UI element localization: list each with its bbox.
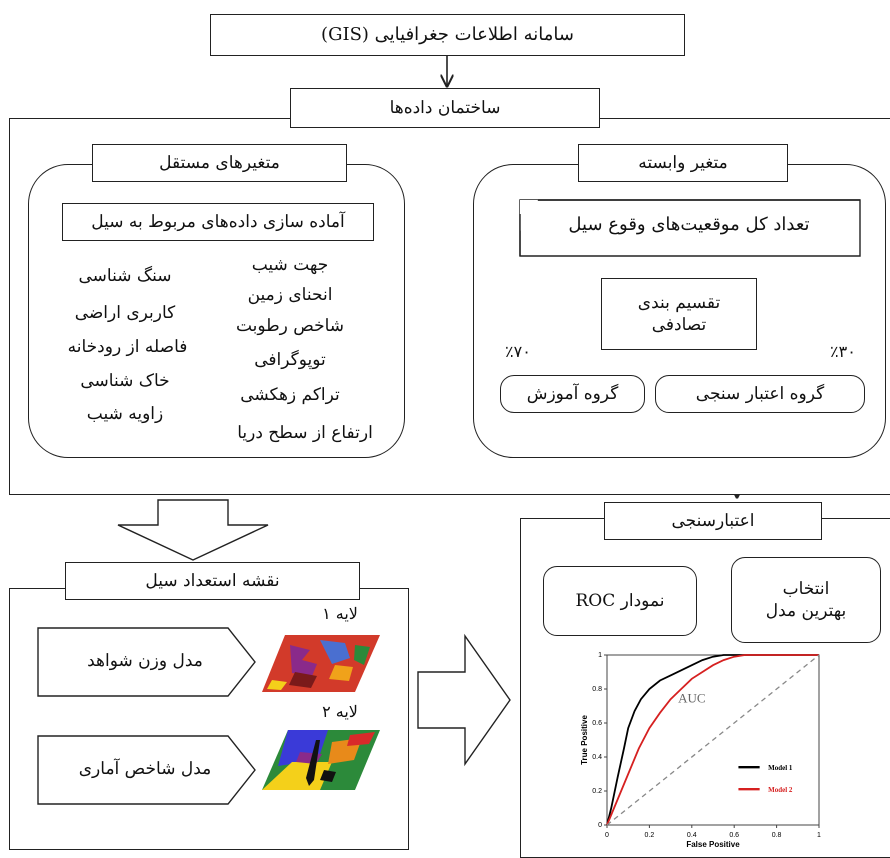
susceptibility-title: نقشه استعداد سیل — [65, 562, 360, 600]
factor-landuse: کاربری اراضی — [74, 303, 176, 323]
flood-data-prep-box: آماده سازی داده‌های مربوط به سیل — [62, 203, 374, 241]
factor-slope: زاویه شیب — [86, 404, 164, 424]
hollow-arrow-down — [117, 499, 269, 561]
best-model-box: انتخاب بهترین مدل — [731, 557, 881, 643]
model2-label: مدل شاخص آماری — [78, 759, 212, 779]
factor-topography: توپوگرافی — [254, 350, 326, 370]
factor-drainage-density: تراکم زهکشی — [240, 385, 340, 405]
roc-box: نمودار ROC — [543, 566, 697, 636]
flood-count-label: تعداد کل موقعیت‌های وقوع سیل — [568, 214, 810, 235]
layer1-label: لایه ۱ — [322, 604, 358, 623]
validation-title: اعتبارسنجی — [604, 502, 822, 540]
model1-label: مدل وزن شواهد — [87, 651, 203, 671]
training-group-box: گروه آموزش — [500, 375, 645, 413]
factor-lithology: سنگ شناسی — [78, 266, 172, 286]
pct-valid-label: ٪۳۰ — [830, 342, 856, 361]
factor-wetness-index: شاخص رطوبت — [235, 316, 345, 336]
pct-train-label: ٪۷۰ — [505, 342, 531, 361]
factor-elevation: ارتفاع از سطح دریا — [237, 423, 373, 443]
factor-curvature: انحنای زمین — [247, 285, 333, 305]
validation-group-box: گروه اعتبار سنجی — [655, 375, 865, 413]
layer2-label: لایه ۲ — [322, 702, 358, 721]
dependent-title: متغیر وابسته — [578, 144, 788, 182]
factor-aspect: جهت شیب — [251, 255, 329, 275]
factor-soil: خاک شناسی — [80, 371, 170, 391]
data-structure-title: ساختمان داده‌ها — [290, 88, 600, 128]
factor-distance-river: فاصله از رودخانه — [67, 337, 188, 357]
gis-label: سامانه اطلاعات جغرافیایی (GIS) — [321, 24, 574, 46]
hollow-arrow-right — [417, 633, 511, 767]
gis-box: سامانه اطلاعات جغرافیایی (GIS) — [210, 14, 685, 56]
independent-title: متغیرهای مستقل — [92, 144, 347, 182]
random-split-box: تقسیم بندی تصادفی — [601, 278, 757, 350]
